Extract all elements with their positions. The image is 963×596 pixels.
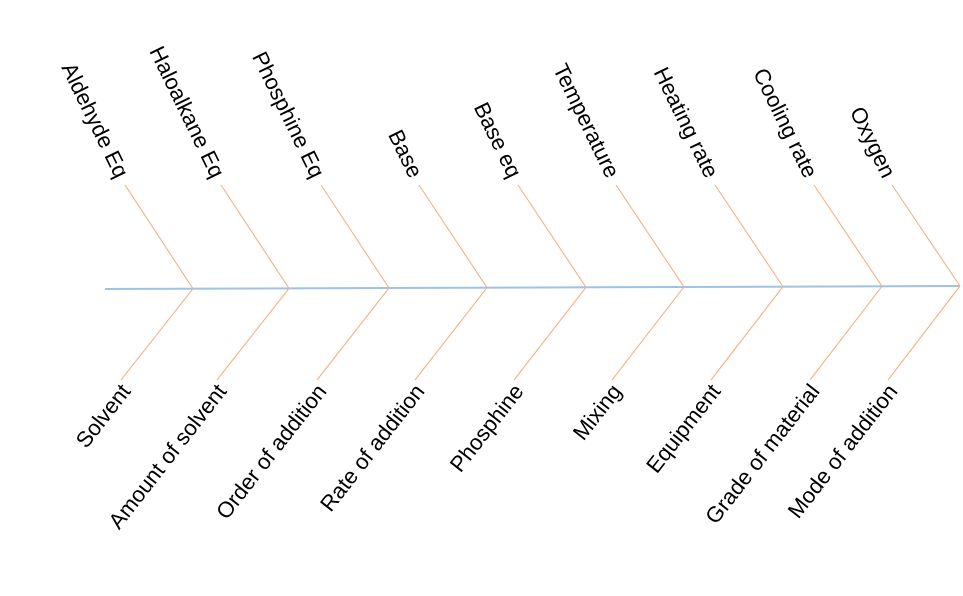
bottom-bone-equipment xyxy=(710,286,784,381)
bottom-bone-phosphine xyxy=(513,286,587,381)
top-bone-oxygen xyxy=(891,184,961,287)
bottom-cause-equipment: Equipment xyxy=(641,379,725,477)
fishbone-spine xyxy=(104,285,961,290)
top-cause-heating-rate: Heating rate xyxy=(649,63,724,182)
top-bone-haloalkane-eq xyxy=(220,184,290,289)
bottom-bone-mode-of-addition xyxy=(887,285,961,381)
top-bone-heating-rate xyxy=(714,184,784,287)
bottom-bone-solvent xyxy=(120,288,194,381)
bottom-cause-solvent: Solvent xyxy=(71,379,136,452)
top-cause-haloalkane-eq: Haloalkane Eq xyxy=(145,42,230,182)
top-cause-aldehyde-eq: Aldehyde Eq xyxy=(57,59,134,182)
bottom-bone-rate-of-addition xyxy=(414,287,488,381)
bottom-bone-order-of-addition xyxy=(316,287,390,381)
top-bone-temperature xyxy=(615,184,685,288)
bottom-cause-mixing: Mixing xyxy=(568,379,627,444)
top-cause-base-eq: Base eq xyxy=(469,98,527,182)
bottom-cause-order-of-addition: Order of addition xyxy=(211,379,332,524)
bottom-bone-amount-of-solvent xyxy=(216,288,290,381)
top-bone-base xyxy=(418,184,488,288)
top-cause-phosphine-eq: Phosphine Eq xyxy=(247,48,330,182)
bottom-bone-mixing xyxy=(611,286,685,381)
fishbone-bones xyxy=(120,184,961,381)
top-bone-cooling-rate xyxy=(813,184,883,287)
bottom-cause-phosphine: Phosphine xyxy=(445,379,529,476)
top-cause-temperature: Temperature xyxy=(548,60,625,182)
top-cause-cooling-rate: Cooling rate xyxy=(748,64,822,182)
top-bone-phosphine-eq xyxy=(320,184,390,289)
top-cause-oxygen: Oxygen xyxy=(845,103,901,182)
top-bone-base-eq xyxy=(517,184,587,288)
bottom-cause-rate-of-addition: Rate of addition xyxy=(315,379,430,516)
top-bone-aldehyde-eq xyxy=(124,184,194,289)
top-cause-base: Base xyxy=(383,126,427,182)
bottom-bone-grade-of-material xyxy=(809,285,883,381)
